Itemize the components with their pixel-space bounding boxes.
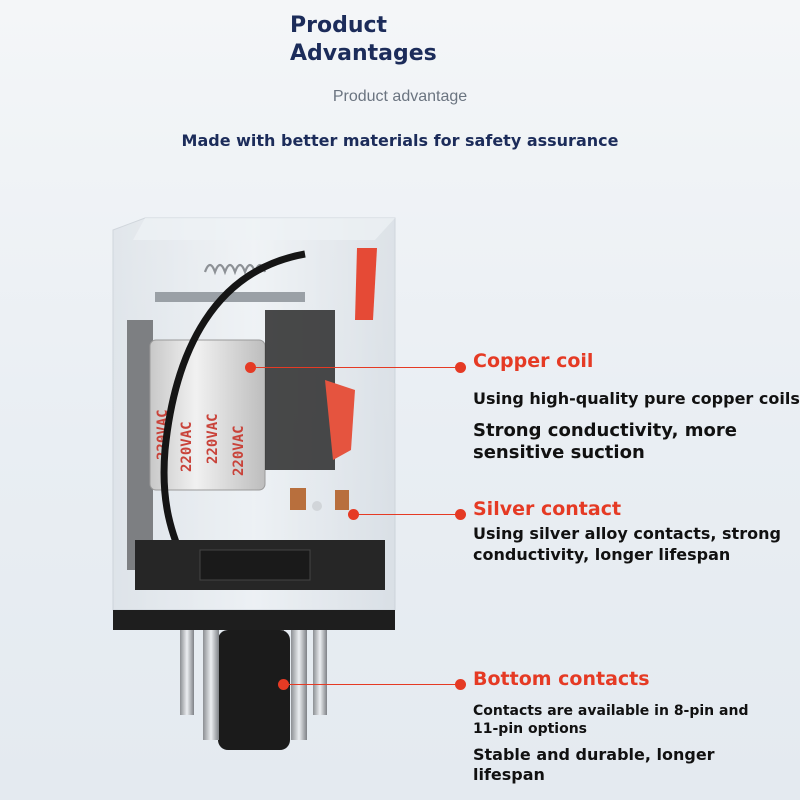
copper-coil-marker-left — [245, 362, 256, 373]
title-line-1: Product — [290, 13, 388, 38]
coil-wire — [160, 250, 306, 572]
silver-contact-marker-right — [455, 509, 466, 520]
page-title: Product Advantages — [290, 12, 437, 68]
callout-desc-copper-coil-1: Using high-quality pure copper coils, — [473, 389, 800, 408]
callout-desc-silver-contact-2: conductivity, longer lifespan — [473, 545, 731, 564]
callout-desc-bottom-contacts-2: 11-pin options — [473, 721, 588, 737]
callout-title-bottom-contacts: Bottom contacts — [473, 668, 650, 690]
callout-desc-copper-coil-3: sensitive suction — [473, 442, 645, 463]
silver-contact-connector — [353, 514, 460, 515]
coil-label-4: 220VAC — [231, 425, 247, 476]
callout-desc-bottom-contacts-4: lifespan — [473, 765, 545, 784]
callout-desc-bottom-contacts-3: Stable and durable, longer — [473, 745, 715, 764]
bottom-contacts-marker-right — [455, 679, 466, 690]
callout-title-silver-contact: Silver contact — [473, 498, 622, 520]
callout-desc-bottom-contacts-1: Contacts are available in 8-pin and — [473, 703, 749, 719]
title-line-2: Advantages — [290, 41, 437, 66]
contact-arm — [265, 310, 335, 470]
callout-title-copper-coil: Copper coil — [473, 350, 594, 372]
bottom-pins — [180, 630, 327, 750]
callout-desc-silver-contact-1: Using silver alloy contacts, strong — [473, 524, 781, 543]
yoke-frame — [127, 320, 153, 570]
bottom-contacts-marker-left — [278, 679, 289, 690]
relay-illustration: 220VAC 220VAC 220VAC 220VAC — [112, 217, 396, 750]
silver-contact-marker-left — [348, 509, 359, 520]
callout-desc-copper-coil-2: Strong conductivity, more — [473, 420, 737, 441]
copper-coil-marker-right — [455, 362, 466, 373]
page-subtitle: Product advantage — [332, 88, 468, 105]
armature-bar — [155, 292, 305, 302]
copper-coil-connector — [250, 367, 460, 368]
relay-base — [113, 540, 395, 630]
coil-label-2: 220VAC — [179, 421, 195, 472]
page-tagline: Made with better materials for safety as… — [181, 131, 619, 150]
bottom-contacts-connector — [283, 684, 460, 685]
red-actuator — [325, 380, 355, 460]
silver-contacts — [290, 488, 349, 511]
indicator-flag — [355, 248, 377, 320]
coil-label-3: 220VAC — [205, 413, 221, 464]
